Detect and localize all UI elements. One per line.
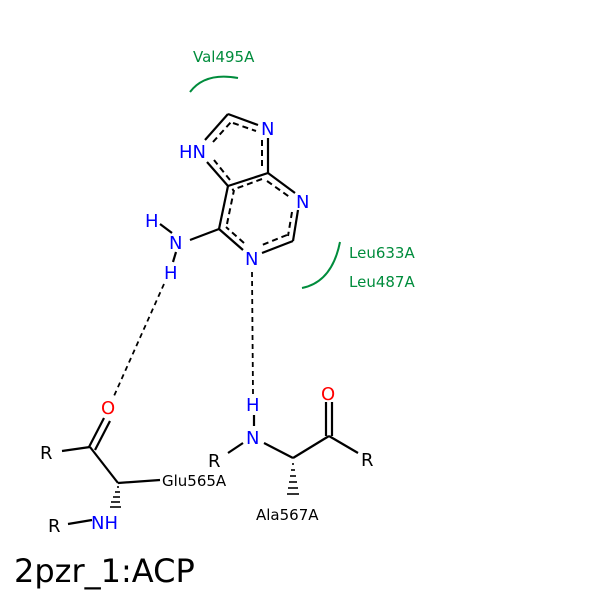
glu-oxygen: O xyxy=(101,398,115,419)
glu-r2: R xyxy=(48,516,61,537)
hydrophobic-arc-val495a xyxy=(189,75,239,93)
diagram-title: 2pzr_1:ACP xyxy=(14,552,195,590)
hydrogen-bonds xyxy=(113,271,254,397)
atom-n1: N xyxy=(296,192,309,213)
leu633a-label: Leu633A xyxy=(349,244,415,262)
hydrophobic-arcs xyxy=(189,75,341,289)
residue-bonds xyxy=(61,402,359,526)
ala567a-label: Ala567A xyxy=(256,506,319,524)
hydrophobic-arc-leu xyxy=(301,241,341,289)
atom-hn9: HN xyxy=(179,142,206,163)
atom-n3: N xyxy=(245,249,258,270)
hashed-wedges xyxy=(110,463,299,508)
ala-n: N xyxy=(246,428,259,449)
val495a-label: Val495A xyxy=(193,48,255,66)
atom-n7: N xyxy=(261,119,274,140)
ala-r2: R xyxy=(361,450,374,471)
leu487a-label: Leu487A xyxy=(349,273,415,291)
ala-r1: R xyxy=(208,451,221,472)
glu565a-label: Glu565A xyxy=(162,472,227,490)
atom-h1: H xyxy=(145,211,159,232)
glu-nh: NH xyxy=(91,513,118,534)
atom-h2: H xyxy=(164,263,178,284)
ligand-bonds xyxy=(159,112,300,263)
atom-amine-n: N xyxy=(169,233,182,254)
glu-r1: R xyxy=(40,443,53,464)
ala-oxygen: O xyxy=(321,384,335,405)
ala-h: H xyxy=(246,395,260,416)
